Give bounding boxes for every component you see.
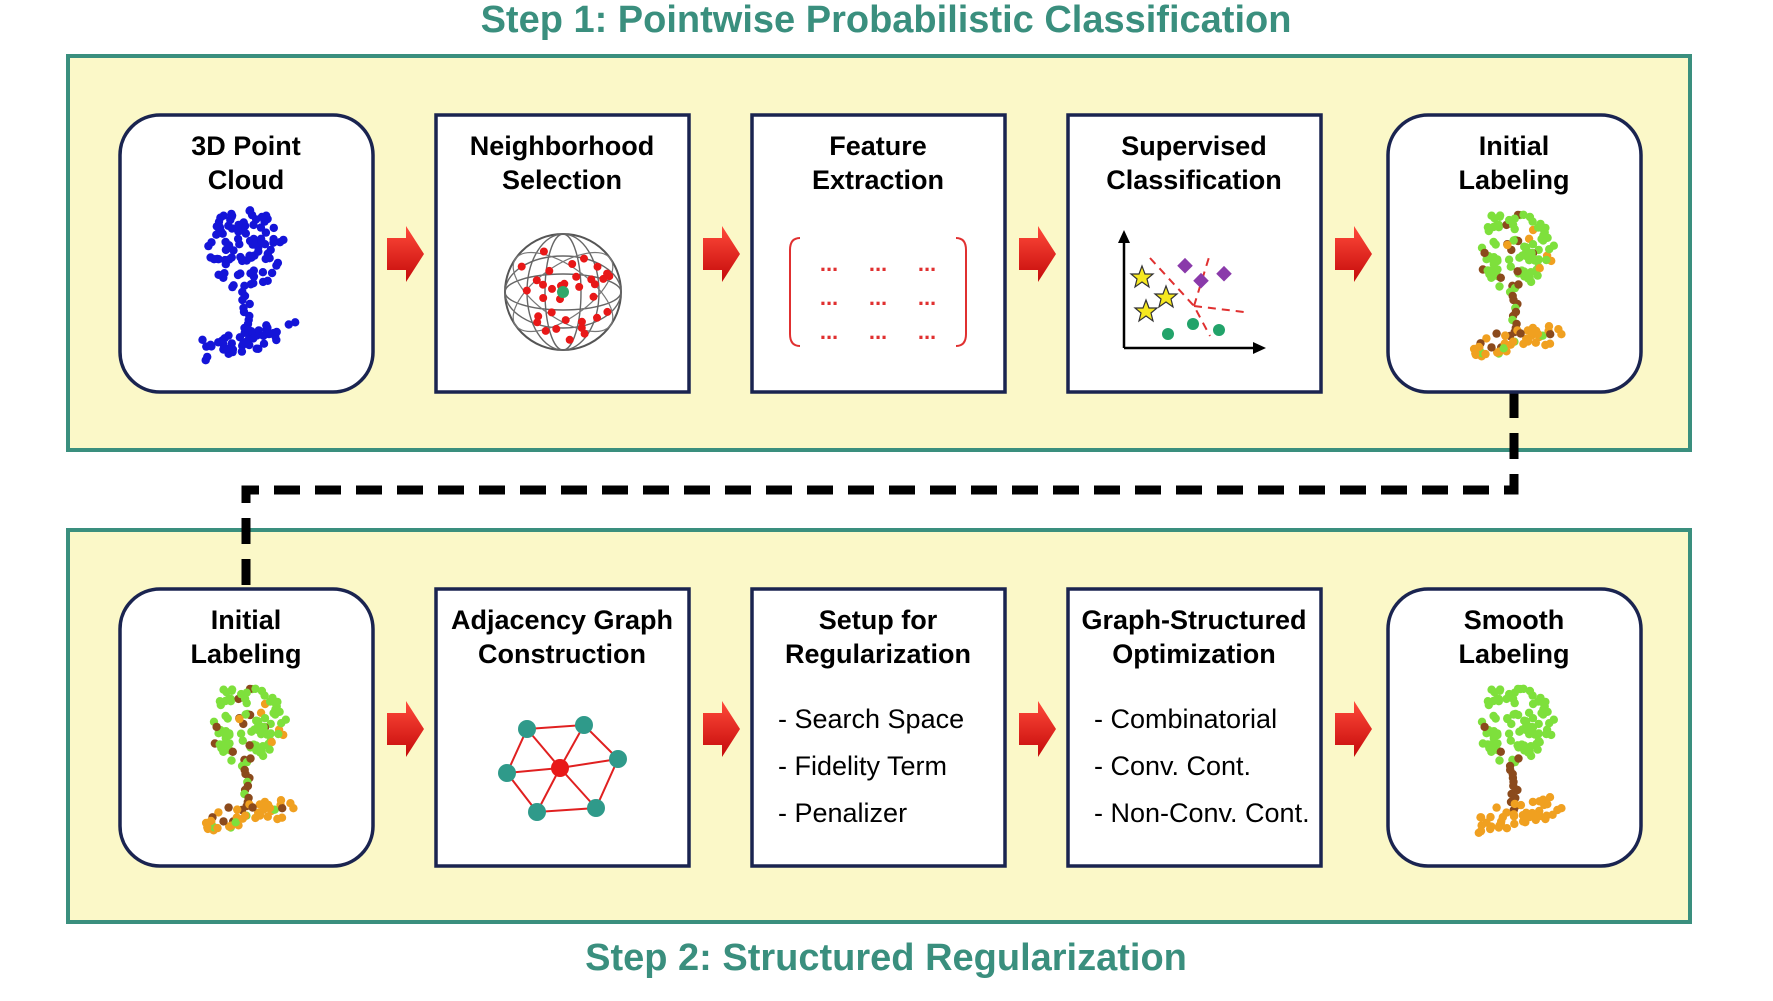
box-title-line2: Extraction <box>812 165 944 195</box>
step1-box-neighborhood: Neighborhood Selection <box>434 113 691 394</box>
circle-icon <box>1213 324 1225 336</box>
list-item: - Conv. Cont. <box>1094 751 1251 781</box>
box-title-line1: Initial <box>211 605 282 635</box>
matrix-cell: ... <box>869 251 887 276</box>
list-item: - Combinatorial <box>1094 704 1277 734</box>
blue-point-cloud-icon <box>198 206 300 365</box>
diamond-icon <box>1216 265 1232 282</box>
list-item: - Fidelity Term <box>778 751 947 781</box>
step1-title: Step 1: Pointwise Probabilistic Classifi… <box>481 0 1292 41</box>
dashed-connector <box>241 392 1519 588</box>
box-title-line2: Labeling <box>1458 165 1569 195</box>
matrix-cell: ... <box>918 319 936 344</box>
box-title-line1: Adjacency Graph <box>451 605 673 635</box>
box-title-line2: Construction <box>478 639 646 669</box>
matrix-cell: ... <box>820 285 838 310</box>
labeled-tree-cloud-icon <box>1469 210 1566 361</box>
diamond-icon <box>1193 272 1209 289</box>
box-title-line2: Labeling <box>190 639 301 669</box>
matrix-cell: ... <box>869 319 887 344</box>
arrow-icon <box>1335 226 1372 282</box>
star-icon <box>1153 284 1179 309</box>
step2-box-initial-labeling: Initial Labeling <box>118 587 375 868</box>
circle-icon <box>1162 328 1174 340</box>
box-title-line1: Graph-Structured <box>1081 605 1306 635</box>
star-icon <box>1129 264 1155 289</box>
matrix-cell: ... <box>820 251 838 276</box>
list-item: - Penalizer <box>778 798 907 828</box>
box-title-line2: Cloud <box>208 165 284 195</box>
matrix-cell: ... <box>820 319 838 344</box>
box-title-line2: Classification <box>1106 165 1282 195</box>
step2-box-adjacency-graph: Adjacency Graph Construction <box>434 587 691 868</box>
box-title-line1: 3D Point <box>191 131 301 161</box>
step2-box-graph-optimization: Graph-Structured Optimization - Combinat… <box>1066 587 1323 868</box>
matrix-cell: ... <box>869 285 887 310</box>
neighborhood-sphere-icon <box>504 233 622 351</box>
box-title-line2: Optimization <box>1112 639 1276 669</box>
box-title-line2: Labeling <box>1458 639 1569 669</box>
arrow-icon <box>1335 701 1372 757</box>
diamond-icon <box>1177 257 1193 274</box>
step2-box-setup-regularization: Setup for Regularization - Search Space … <box>750 587 1007 868</box>
arrow-icon <box>387 226 424 282</box>
box-title-line1: Setup for <box>819 605 938 635</box>
box-title-line1: Smooth <box>1464 605 1565 635</box>
list-item: - Non-Conv. Cont. <box>1094 798 1310 828</box>
matrix-cell: ... <box>918 285 936 310</box>
box-title-line2: Regularization <box>785 639 971 669</box>
box-title-line1: Supervised <box>1121 131 1267 161</box>
box-title-line2: Selection <box>502 165 622 195</box>
circle-icon <box>1187 318 1199 330</box>
step1-box-initial-labeling: Initial Labeling <box>1386 113 1643 394</box>
step2-title: Step 2: Structured Regularization <box>585 937 1187 979</box>
step1-box-supervised-classification: Supervised Classification <box>1066 113 1323 394</box>
adjacency-graph-icon <box>498 716 627 821</box>
arrow-icon <box>387 701 424 757</box>
arrow-icon <box>703 701 740 757</box>
scatter-classification-icon <box>1118 230 1266 354</box>
smooth-tree-cloud-icon <box>1474 684 1566 837</box>
labeled-tree-cloud-icon <box>201 684 298 835</box>
feature-matrix-icon: ... ... ... ... ... ... ... ... ... <box>789 237 967 347</box>
step2-box-smooth-labeling: Smooth Labeling <box>1386 587 1643 868</box>
box-title-line1: Neighborhood <box>470 131 654 161</box>
box-title-line1: Feature <box>829 131 927 161</box>
list-item: - Search Space <box>778 704 964 734</box>
step1-box-feature-extraction: Feature Extraction ... ... ... ... ... .… <box>750 113 1007 394</box>
box-title-line1: Initial <box>1479 131 1550 161</box>
arrow-icon <box>1019 226 1056 282</box>
star-icon <box>1133 298 1159 323</box>
matrix-cell: ... <box>918 251 936 276</box>
arrow-icon <box>703 226 740 282</box>
step1-box-point-cloud: 3D Point Cloud <box>118 113 375 394</box>
arrow-icon <box>1019 701 1056 757</box>
